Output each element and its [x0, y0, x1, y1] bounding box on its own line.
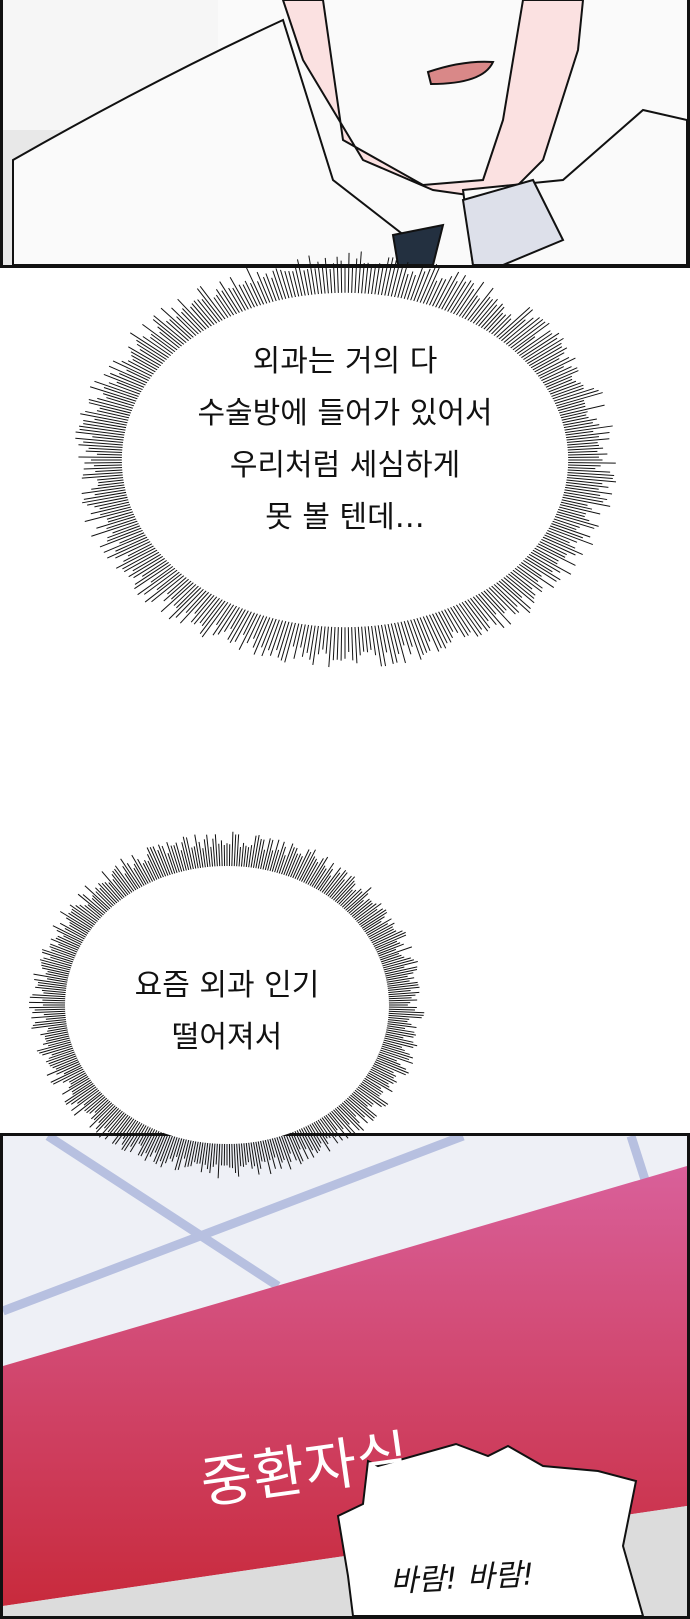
shout-text: 바람! 바람! [389, 1549, 535, 1600]
bubble-line: 떨어져서 [27, 1012, 427, 1064]
bubble-line: 못 볼 텐데… [145, 492, 545, 544]
bubble-2-text: 요즘 외과 인기 떨어져서 [27, 960, 427, 1064]
bubble-1-text: 외과는 거의 다 수술방에 들어가 있어서 우리처럼 세심하게 못 볼 텐데… [145, 336, 545, 544]
top-panel-doctor [0, 0, 690, 268]
bubble-line: 요즘 외과 인기 [27, 960, 427, 1012]
doctor-illustration [3, 0, 687, 265]
bubble-line: 외과는 거의 다 [145, 336, 545, 388]
bubble-line: 수술방에 들어가 있어서 [145, 388, 545, 440]
icu-ceiling-and-sign [3, 1136, 687, 1616]
bubble-line: 우리처럼 세심하게 [145, 440, 545, 492]
bottom-panel-icu [0, 1133, 690, 1619]
